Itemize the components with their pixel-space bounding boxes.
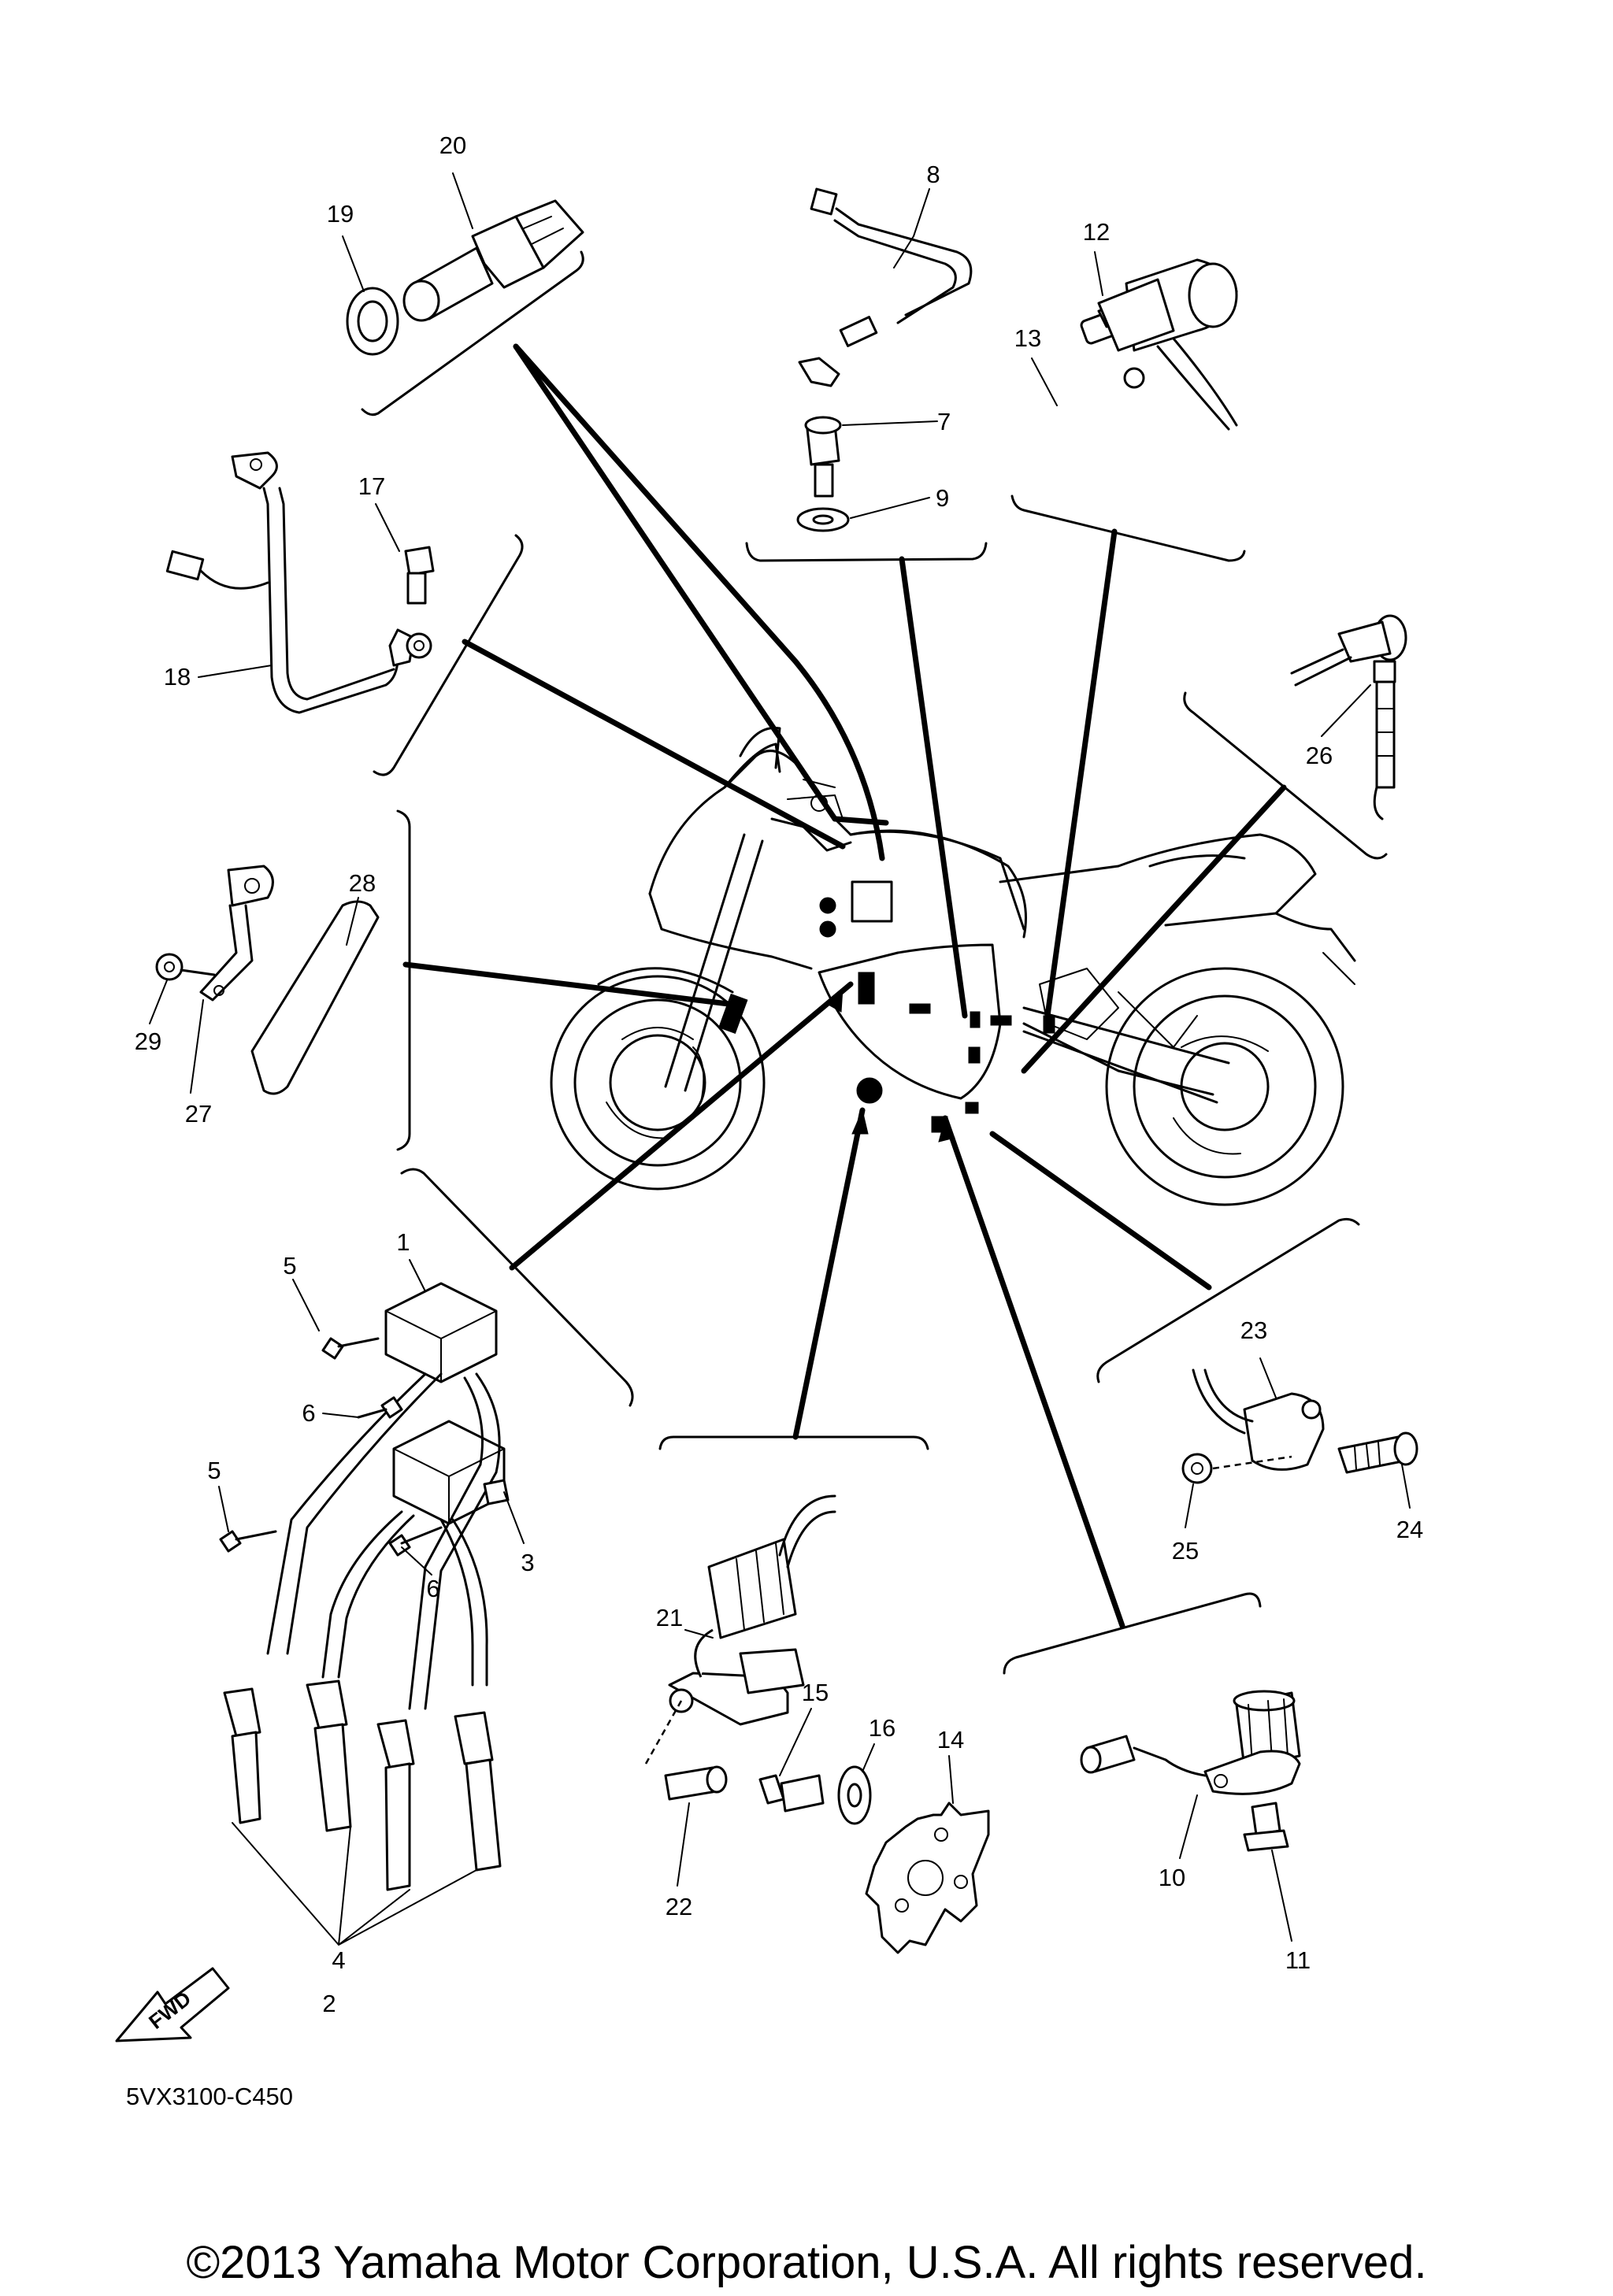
callout-18: 18 bbox=[164, 663, 191, 691]
callout-1: 1 bbox=[396, 1228, 410, 1256]
callout-14: 14 bbox=[937, 1726, 964, 1753]
callout-12: 12 bbox=[1083, 218, 1110, 246]
crank-sensor-12-13 bbox=[1080, 258, 1238, 431]
callout-6a: 6 bbox=[302, 1399, 315, 1427]
callout-6b: 6 bbox=[426, 1575, 439, 1602]
rotor-14-15-16 bbox=[758, 1765, 990, 1954]
ignition-coils-1-6 bbox=[219, 1282, 510, 1946]
leader-lines bbox=[402, 343, 1287, 1629]
callout-2: 2 bbox=[322, 1990, 336, 2017]
callout-13: 13 bbox=[1014, 324, 1041, 352]
switch-26 bbox=[1290, 614, 1407, 820]
callout-5a: 5 bbox=[283, 1252, 296, 1279]
ground-lead-17-18 bbox=[165, 451, 435, 714]
callout-25: 25 bbox=[1172, 1537, 1199, 1565]
copyright-notice: ©2013 Yamaha Motor Corporation, U.S.A. A… bbox=[186, 2237, 1426, 2288]
callout-4: 4 bbox=[332, 1946, 345, 1974]
callout-22: 22 bbox=[666, 1893, 692, 1920]
callout-27: 27 bbox=[185, 1100, 212, 1128]
callout-20: 20 bbox=[439, 131, 466, 159]
callout-29: 29 bbox=[135, 1028, 161, 1055]
callout-7: 7 bbox=[937, 408, 951, 435]
fwd-arrow-icon bbox=[115, 1967, 230, 2042]
diagram-code: 5VX3100-C450 bbox=[126, 2083, 293, 2110]
reflector-27-28-29 bbox=[155, 865, 380, 1095]
callout-26: 26 bbox=[1306, 742, 1333, 769]
motorcycle-illustration bbox=[550, 726, 1356, 1206]
callout-24: 24 bbox=[1396, 1516, 1423, 1543]
callout-3: 3 bbox=[521, 1549, 534, 1576]
sender-unit-10-11 bbox=[1080, 1690, 1301, 1852]
callout-labels: 20 19 8 7 9 12 13 17 18 26 28 29 27 1 5 … bbox=[135, 131, 1423, 2017]
callout-10: 10 bbox=[1159, 1864, 1185, 1891]
callout-15: 15 bbox=[802, 1679, 829, 1706]
callout-28: 28 bbox=[349, 869, 376, 897]
callout-5b: 5 bbox=[207, 1457, 221, 1484]
callout-21: 21 bbox=[656, 1604, 683, 1631]
callout-8: 8 bbox=[926, 161, 940, 188]
callout-23: 23 bbox=[1240, 1316, 1267, 1344]
group-brackets bbox=[361, 250, 1388, 1675]
sensor-assembly-19-20 bbox=[346, 199, 584, 356]
callout-19: 19 bbox=[327, 200, 354, 228]
callout-9: 9 bbox=[936, 484, 949, 512]
sensor-lead-7-8-9 bbox=[796, 187, 973, 532]
callout-11: 11 bbox=[1285, 1946, 1311, 1974]
callout-leaders bbox=[149, 172, 1411, 1942]
speed-sensor-23-24-25 bbox=[1181, 1368, 1418, 1484]
pickup-coil-21-22 bbox=[644, 1494, 836, 1801]
callout-16: 16 bbox=[869, 1714, 895, 1742]
callout-17: 17 bbox=[358, 472, 385, 500]
